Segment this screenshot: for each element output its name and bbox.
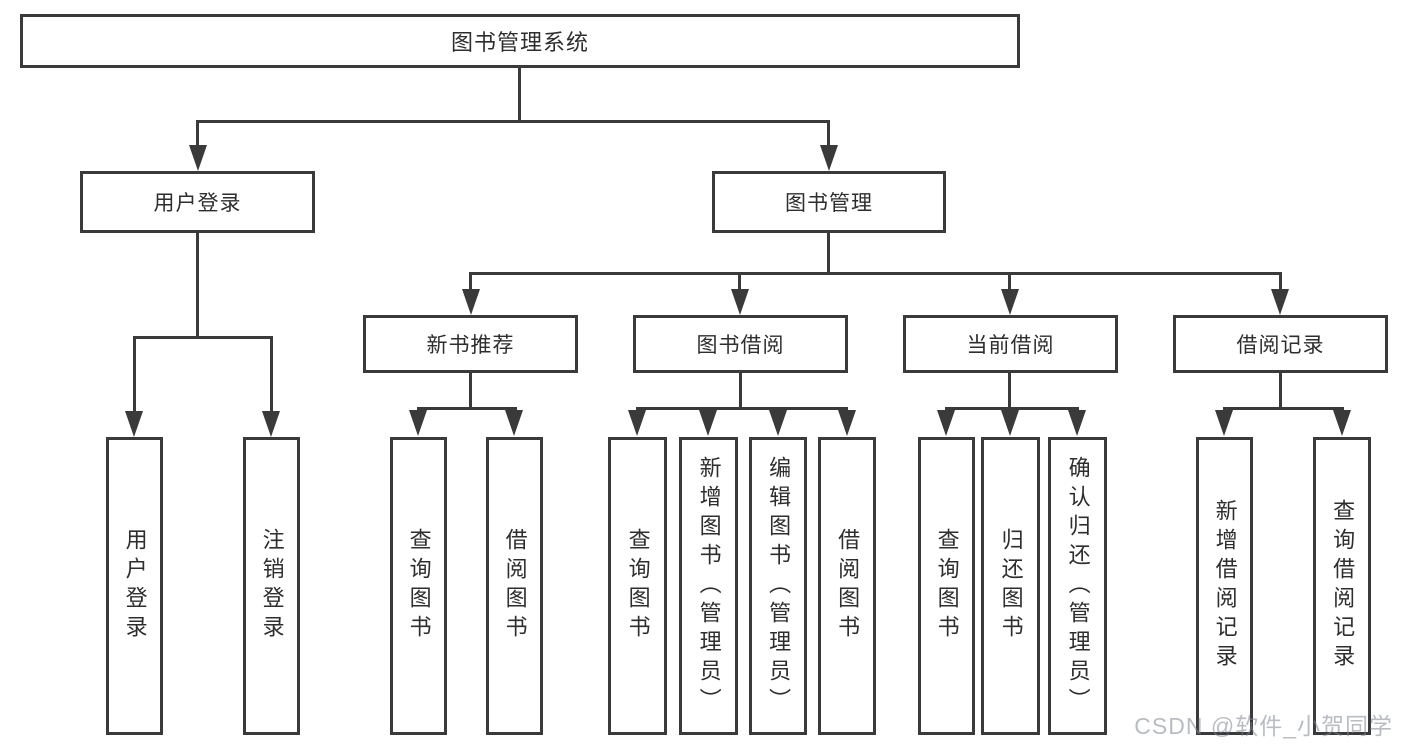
- node-current-borrowing: 当前借阅: [903, 315, 1118, 373]
- arrow-down-icon: [937, 410, 955, 436]
- node-user-login: 用户登录: [80, 171, 315, 233]
- node-leaf-add-borrow-record: 新增借阅记录: [1196, 437, 1253, 735]
- node-new-book-recommendation: 新书推荐: [363, 315, 578, 373]
- node-book-management-label: 图书管理: [785, 192, 873, 215]
- node-leaf-add-books-admin: 新增图书（管理员）: [679, 437, 738, 735]
- connector: [945, 407, 1079, 410]
- connector: [469, 373, 472, 410]
- arrow-down-icon: [820, 145, 838, 171]
- connector: [1008, 272, 1011, 292]
- connector: [827, 233, 830, 275]
- node-leaf-borrow-books-recommend-label: 借阅图书: [502, 528, 528, 644]
- node-leaf-add-books-admin-label: 新增图书（管理员）: [696, 455, 722, 717]
- node-leaf-query-books-recommend: 查询图书: [390, 437, 447, 735]
- node-root: 图书管理系统: [20, 14, 1020, 68]
- node-leaf-user-login-label: 用户登录: [122, 528, 148, 644]
- node-leaf-borrow-books-recommend: 借阅图书: [486, 437, 543, 735]
- connector: [196, 120, 199, 150]
- node-leaf-query-borrow-record-label: 查询借阅记录: [1330, 499, 1356, 673]
- node-leaf-user-login: 用户登录: [106, 437, 163, 735]
- node-book-management: 图书管理: [712, 171, 946, 233]
- connector: [739, 373, 742, 410]
- node-leaf-confirm-return-admin: 确认归还（管理员）: [1048, 437, 1107, 735]
- node-book-borrowing: 图书借阅: [633, 315, 848, 373]
- arrow-down-icon: [1001, 289, 1019, 315]
- node-leaf-return-books-label: 归还图书: [998, 528, 1024, 644]
- node-leaf-query-books-current-label: 查询图书: [934, 528, 960, 644]
- arrow-down-icon: [125, 411, 143, 437]
- node-leaf-logout-label: 注销登录: [259, 528, 285, 644]
- node-leaf-query-books-borrowing: 查询图书: [608, 437, 667, 735]
- connector: [1223, 407, 1344, 410]
- node-book-borrowing-label: 图书借阅: [696, 334, 785, 357]
- node-leaf-query-books-current: 查询图书: [918, 437, 975, 735]
- connector: [1279, 373, 1282, 410]
- node-root-label: 图书管理系统: [450, 30, 589, 55]
- connector: [417, 407, 517, 410]
- connector: [518, 68, 521, 123]
- connector: [133, 336, 273, 339]
- node-current-borrowing-label: 当前借阅: [966, 334, 1055, 357]
- arrow-down-icon: [1068, 410, 1086, 436]
- connector: [133, 336, 136, 414]
- connector: [196, 120, 830, 123]
- node-user-login-label: 用户登录: [153, 192, 242, 215]
- connector: [270, 336, 273, 414]
- watermark: CSDN @软件_小贺同学: [1134, 713, 1393, 739]
- arrow-down-icon: [1001, 410, 1019, 436]
- connector: [469, 272, 472, 292]
- arrow-down-icon: [1333, 410, 1351, 436]
- node-leaf-borrow-books: 借阅图书: [818, 437, 876, 735]
- arrow-down-icon: [505, 410, 523, 436]
- arrow-down-icon: [409, 410, 427, 436]
- connector: [1008, 373, 1011, 410]
- arrow-down-icon: [462, 289, 480, 315]
- node-borrowing-records-label: 借阅记录: [1236, 334, 1325, 357]
- connector: [1279, 272, 1282, 292]
- arrow-down-icon: [731, 289, 749, 315]
- node-new-book-recommendation-label: 新书推荐: [426, 334, 515, 357]
- arrow-down-icon: [628, 410, 646, 436]
- arrow-down-icon: [1271, 289, 1289, 315]
- connector: [196, 233, 199, 336]
- arrow-down-icon: [1215, 410, 1233, 436]
- connector: [469, 272, 1282, 275]
- arrow-down-icon: [262, 411, 280, 437]
- node-leaf-borrow-books-label: 借阅图书: [835, 528, 861, 644]
- node-leaf-confirm-return-admin-label: 确认归还（管理员）: [1065, 455, 1091, 717]
- node-leaf-edit-books-admin: 编辑图书（管理员）: [749, 437, 807, 735]
- node-leaf-query-books-borrowing-label: 查询图书: [625, 528, 651, 644]
- arrow-down-icon: [838, 410, 856, 436]
- node-leaf-return-books: 归还图书: [981, 437, 1040, 735]
- node-borrowing-records: 借阅记录: [1173, 315, 1388, 373]
- node-leaf-logout: 注销登录: [243, 437, 300, 735]
- connector: [738, 272, 741, 292]
- connector: [827, 120, 830, 150]
- node-leaf-query-borrow-record: 查询借阅记录: [1313, 437, 1371, 735]
- node-leaf-add-borrow-record-label: 新增借阅记录: [1212, 499, 1238, 673]
- node-leaf-edit-books-admin-label: 编辑图书（管理员）: [766, 455, 792, 717]
- arrow-down-icon: [699, 410, 717, 436]
- node-leaf-query-books-recommend-label: 查询图书: [406, 528, 432, 644]
- arrow-down-icon: [189, 145, 207, 171]
- arrow-down-icon: [769, 410, 787, 436]
- connector: [636, 407, 848, 410]
